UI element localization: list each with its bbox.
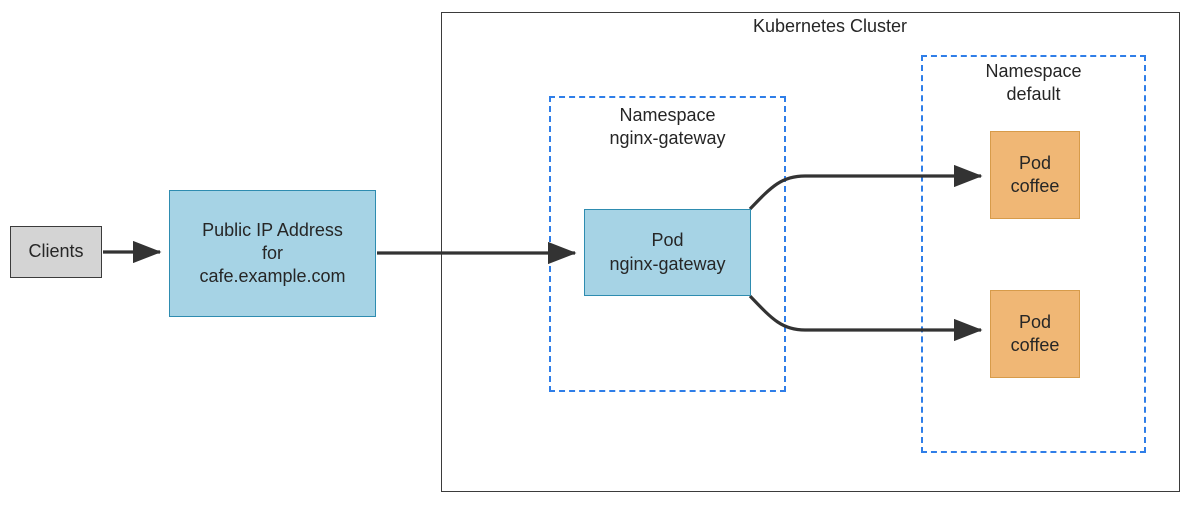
public-ip-label: Public IP Address for cafe.example.com [199,219,346,287]
namespace-default-label: Namespace default [985,61,1082,105]
coffee-pod-1-node[interactable]: Pod coffee [990,131,1080,219]
namespace-nginx-gateway-label: Namespace nginx-gateway [609,105,726,149]
coffee-pod-1-label: Pod coffee [1010,152,1060,196]
kubernetes-cluster-label: Kubernetes Cluster [752,16,908,36]
namespace-default-boundary [921,55,1146,453]
public-ip-node[interactable]: Public IP Address for cafe.example.com [169,190,376,317]
clients-node[interactable]: Clients [10,226,102,278]
gateway-pod-label: Pod nginx-gateway [609,230,726,274]
coffee-pod-2-label: Pod coffee [1010,311,1060,355]
clients-label: Clients [28,241,84,262]
gateway-pod-node[interactable]: Pod nginx-gateway [584,209,751,296]
coffee-pod-2-node[interactable]: Pod coffee [990,290,1080,378]
